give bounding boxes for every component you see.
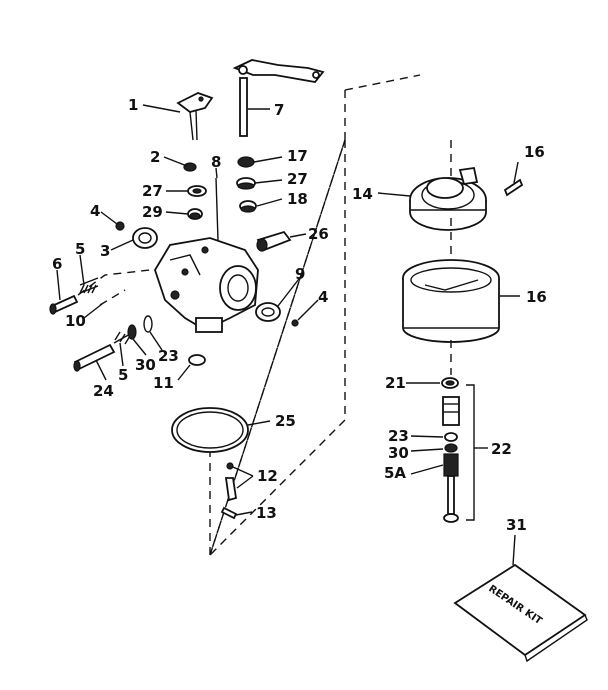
callout-10: 10	[65, 312, 86, 330]
callout-3: 3	[100, 242, 110, 260]
callout-30-left: 30	[135, 356, 156, 374]
callout-23-left: 23	[158, 347, 179, 365]
callout-16-top: 16	[524, 143, 545, 161]
callout-5-lower: 5	[118, 366, 128, 384]
part-needle-24	[73, 343, 116, 372]
part-spring-17	[237, 156, 255, 168]
callout-22: 22	[491, 440, 512, 458]
callout-25: 25	[275, 412, 296, 430]
callout-4-left: 4	[90, 202, 100, 220]
part-bowl-gasket-25	[171, 407, 249, 453]
callout-29: 29	[142, 203, 163, 221]
part-washer-21	[441, 377, 459, 389]
callout-labels: 1 7 2 8 17 27 27 29 18 4 26 3 5 6 9 4 10…	[52, 96, 547, 534]
callout-16-bowl: 16	[526, 288, 547, 306]
callout-8: 8	[211, 153, 221, 171]
part-seal-27-left	[187, 185, 207, 197]
callout-1: 1	[128, 96, 138, 114]
part-screw-15	[503, 178, 524, 197]
callout-26: 26	[308, 225, 329, 243]
part-screw-4-right	[291, 319, 299, 327]
callout-17: 17	[287, 147, 308, 165]
callout-5A: 5A	[384, 464, 406, 482]
callout-27-left: 27	[142, 182, 163, 200]
callout-12: 12	[257, 467, 278, 485]
callout-4-right: 4	[318, 288, 328, 306]
fuel-line-10	[77, 269, 151, 306]
callout-30-right: 30	[388, 444, 409, 462]
callout-11: 11	[153, 374, 174, 392]
callout-18: 18	[287, 190, 308, 208]
callout-7: 7	[274, 101, 284, 119]
part-choke-shaft	[232, 59, 325, 137]
part-gasket-9	[255, 302, 281, 322]
part-gasket-3	[132, 227, 158, 249]
assembly-outline-right	[209, 140, 346, 556]
callout-27-right: 27	[287, 170, 308, 188]
part-seal-18-left	[239, 200, 257, 213]
part-washer-30-left	[127, 324, 137, 340]
callout-31: 31	[506, 516, 527, 534]
callout-6: 6	[52, 255, 62, 273]
part-seal-27-right	[236, 177, 256, 190]
part-washer-4-left	[115, 221, 125, 231]
callout-13: 13	[256, 504, 277, 522]
part-primer-bulb-14	[409, 166, 487, 231]
part-float-bowl-16	[402, 259, 500, 343]
callout-21: 21	[385, 374, 406, 392]
part-pin-13	[220, 506, 238, 520]
part-float-needle-12	[224, 462, 238, 502]
callout-14: 14	[352, 185, 373, 203]
callout-2: 2	[150, 148, 160, 166]
part-seat-11	[188, 354, 206, 366]
part-screw-2	[183, 162, 197, 172]
part-repair-kit-31: REPAIR KIT	[453, 563, 588, 663]
callout-23-right: 23	[388, 427, 409, 445]
assembly-outline-left	[209, 74, 421, 556]
part-pin-8	[215, 177, 219, 241]
callout-9: 9	[295, 265, 305, 283]
leader-lines	[56, 104, 520, 566]
part-seal-29	[187, 208, 203, 220]
part-fuel-inlet-26	[256, 230, 292, 252]
part-main-jet-22	[442, 396, 460, 523]
callout-24: 24	[93, 382, 114, 400]
callout-5-upper: 5	[75, 240, 85, 258]
part-carburetor-body	[154, 237, 259, 333]
part-gasket-23-left	[143, 315, 153, 333]
part-throttle-lever	[176, 92, 214, 141]
part-idle-screw-6	[49, 294, 79, 315]
